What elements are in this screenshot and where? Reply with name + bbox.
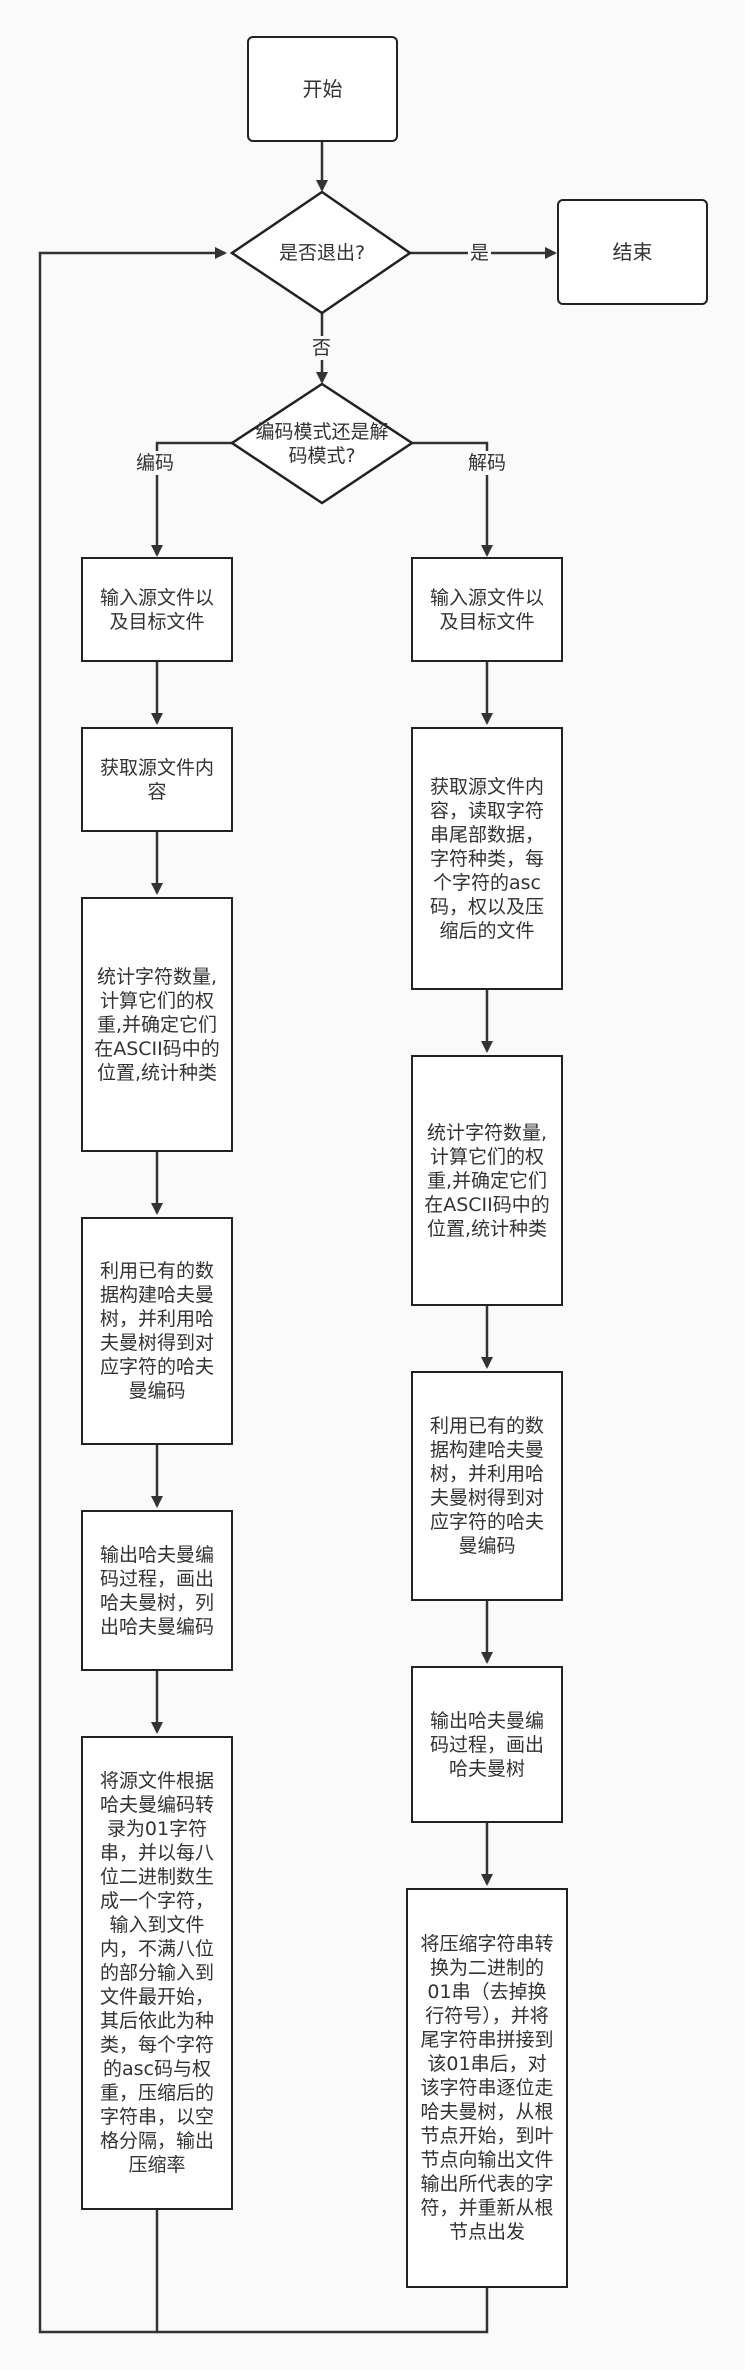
decode-label: 解码: [466, 451, 509, 475]
decode-decompress-step: 将压缩字符串转换为二进制的01串（去掉换行符号），并将尾字符串拼接到该01串后，…: [406, 1888, 568, 2288]
edge-mode-encode: [151, 441, 232, 557]
mode-decision-text: 编码模式还是解码模式?: [255, 421, 389, 467]
edge-mode-decode: [412, 441, 493, 557]
edge-dec-loop-back: [157, 2288, 489, 2334]
mode-decision-diamond: [229, 382, 415, 505]
quit-decision-diamond: [229, 190, 413, 315]
decode-build-tree-step: 利用已有的数据构建哈夫曼树，并利用哈夫曼树得到对应字符的哈夫曼编码: [411, 1371, 563, 1601]
decode-count-step: 统计字符数量,计算它们的权重,并确定它们在ASCII码中的位置,统计种类: [411, 1055, 563, 1306]
start-node: 开始: [247, 36, 398, 142]
encode-build-tree-step: 利用已有的数据构建哈夫曼树，并利用哈夫曼树得到对应字符的哈夫曼编码: [81, 1217, 233, 1445]
encode-label: 编码: [134, 451, 177, 475]
decode-input-step: 输入源文件以及目标文件: [411, 557, 563, 662]
quit-decision-text: 是否退出?: [278, 242, 366, 264]
encode-count-step: 统计字符数量,计算它们的权重,并确定它们在ASCII码中的位置,统计种类: [81, 897, 233, 1152]
decode-output-step: 输出哈夫曼编码过程，画出哈夫曼树: [411, 1666, 563, 1823]
edge-enc-loop-back: [38, 247, 227, 2334]
encode-read-step: 获取源文件内容: [81, 727, 233, 832]
decode-read-step: 获取源文件内容，读取字符串尾部数据，字符种类，每个字符的asc码，权以及压缩后的…: [411, 727, 563, 990]
no-label: 否: [310, 336, 334, 360]
encode-write-step: 将源文件根据哈夫曼编码转录为01字符串，并以每八位二进制数生成一个字符，输入到文…: [81, 1736, 233, 2210]
end-node: 结束: [557, 199, 708, 305]
encode-input-step: 输入源文件以及目标文件: [81, 557, 233, 662]
yes-label: 是: [468, 241, 492, 265]
encode-output-step: 输出哈夫曼编码过程，画出哈夫曼树，列出哈夫曼编码: [81, 1510, 233, 1671]
